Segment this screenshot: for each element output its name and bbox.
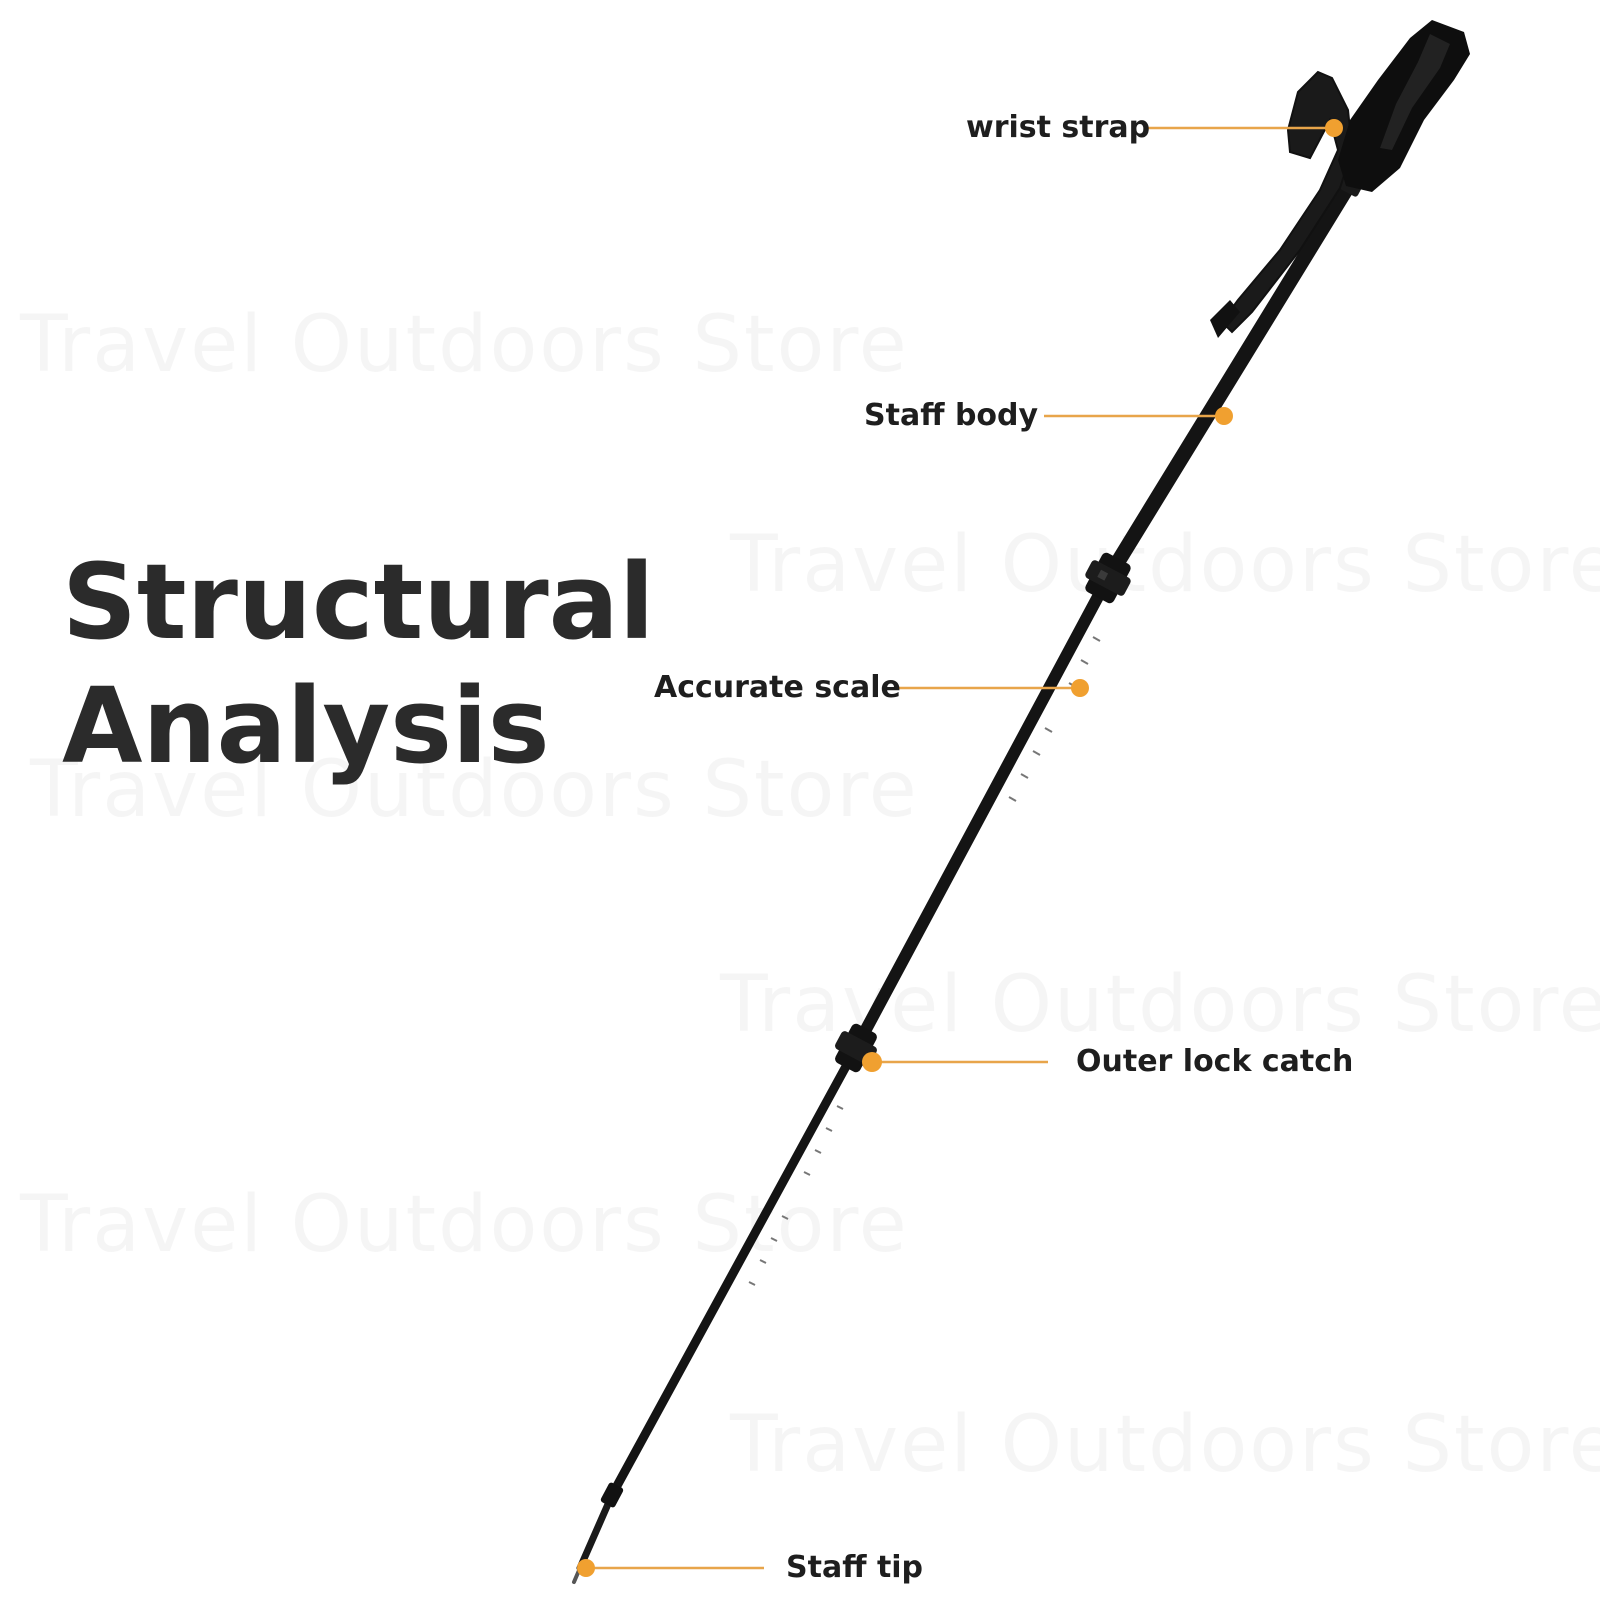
outer-lock-catch-label: Outer lock catch	[1076, 1044, 1354, 1079]
pole-middle-section	[850, 572, 1114, 1054]
tip-ferrule	[600, 1482, 624, 1508]
scale-ticks-middle	[1008, 636, 1101, 802]
staff-tip-marker-dot	[577, 1559, 595, 1577]
title-line-1: Structural	[62, 541, 655, 663]
accurate-scale-label: Accurate scale	[654, 670, 901, 705]
staff-tip-label: Staff tip	[786, 1550, 924, 1585]
title-line-2: Analysis	[62, 665, 550, 787]
pole-upper-section	[1100, 172, 1360, 586]
scale-ticks-lower	[748, 1105, 844, 1286]
wrist-strap-marker-dot	[1325, 119, 1343, 137]
wrist-strap-tail	[1210, 300, 1240, 338]
staff-body-marker-dot	[1215, 407, 1233, 425]
accurate-scale-marker-dot	[1071, 679, 1089, 697]
grip-highlight	[1380, 34, 1450, 150]
pole-lower-section	[607, 1043, 861, 1500]
outer-lock-catch-marker-dot	[862, 1052, 882, 1072]
staff-body-label: Staff body	[864, 398, 1039, 433]
upper-lock-clamp	[1085, 552, 1131, 604]
wrist-strap-label: wrist strap	[966, 110, 1151, 145]
page-title: Structural Analysis	[62, 540, 654, 788]
pole-tip-section	[576, 1491, 616, 1572]
